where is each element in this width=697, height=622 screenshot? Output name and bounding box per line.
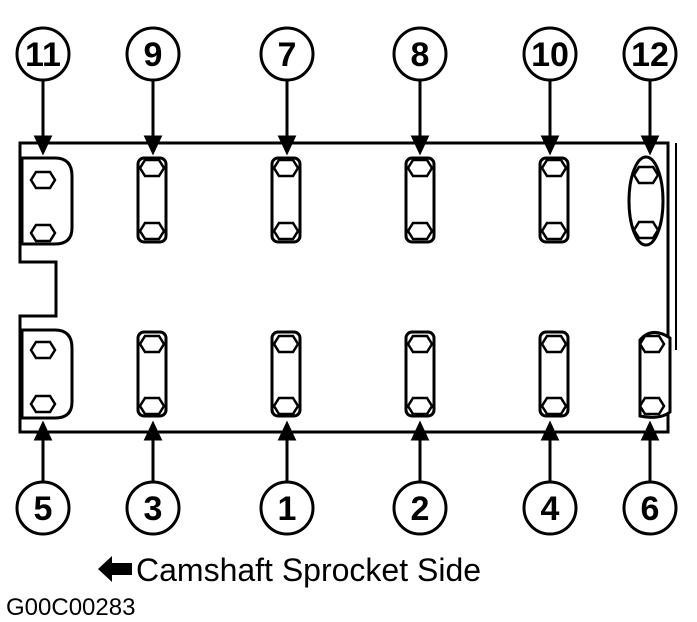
bolt-number: 9 xyxy=(144,36,163,74)
bolt-circle-5: 5 xyxy=(15,480,71,536)
cap-bottom-6 xyxy=(638,331,672,419)
bolt-circle-7: 7 xyxy=(259,26,315,82)
bolt-circle-4: 4 xyxy=(522,480,578,536)
bolt-number: 10 xyxy=(531,36,569,74)
bolt-circle-3: 3 xyxy=(125,480,181,536)
bolt-heads xyxy=(29,158,666,416)
bolt-circle-10: 10 xyxy=(522,26,578,82)
cap-top-9 xyxy=(136,156,168,244)
bolt-circle-2: 2 xyxy=(392,480,448,536)
figure-code: G00C00283 xyxy=(6,594,136,621)
bolt-number: 5 xyxy=(34,490,53,528)
bolt-number: 1 xyxy=(278,490,297,528)
bolt-circle-9: 9 xyxy=(125,26,181,82)
bolt-number: 4 xyxy=(541,490,560,528)
bolt-number: 11 xyxy=(25,36,61,74)
arrow-left-icon xyxy=(98,556,132,582)
bolt-number: 7 xyxy=(278,36,297,74)
bottom-bolt-labels: 5 3 1 2 4 6 xyxy=(15,480,678,536)
bolt-circle-11: 11 xyxy=(15,26,71,82)
bolt-circle-8: 8 xyxy=(392,26,448,82)
bolt-number: 12 xyxy=(631,36,669,74)
caption-text: Camshaft Sprocket Side xyxy=(136,552,482,588)
top-arrows xyxy=(33,80,660,156)
bearing-caps xyxy=(20,155,672,420)
caption: Camshaft Sprocket Side xyxy=(98,552,481,589)
bolt-number: 3 xyxy=(144,490,163,528)
bolt-circle-6: 6 xyxy=(622,480,678,536)
bolt-number: 2 xyxy=(411,490,430,528)
bolt-circle-1: 1 xyxy=(259,480,315,536)
cylinder-head-outline xyxy=(18,141,670,434)
bolt-circle-12: 12 xyxy=(622,26,678,82)
cap-top-10 xyxy=(538,156,570,244)
bolt-number: 6 xyxy=(641,490,660,528)
bottom-arrows xyxy=(33,420,660,482)
bolt-number: 8 xyxy=(411,36,430,74)
cap-top-7 xyxy=(270,156,302,244)
cap-top-8 xyxy=(404,156,436,244)
top-bolt-labels: 11 9 7 8 10 12 xyxy=(15,26,678,82)
